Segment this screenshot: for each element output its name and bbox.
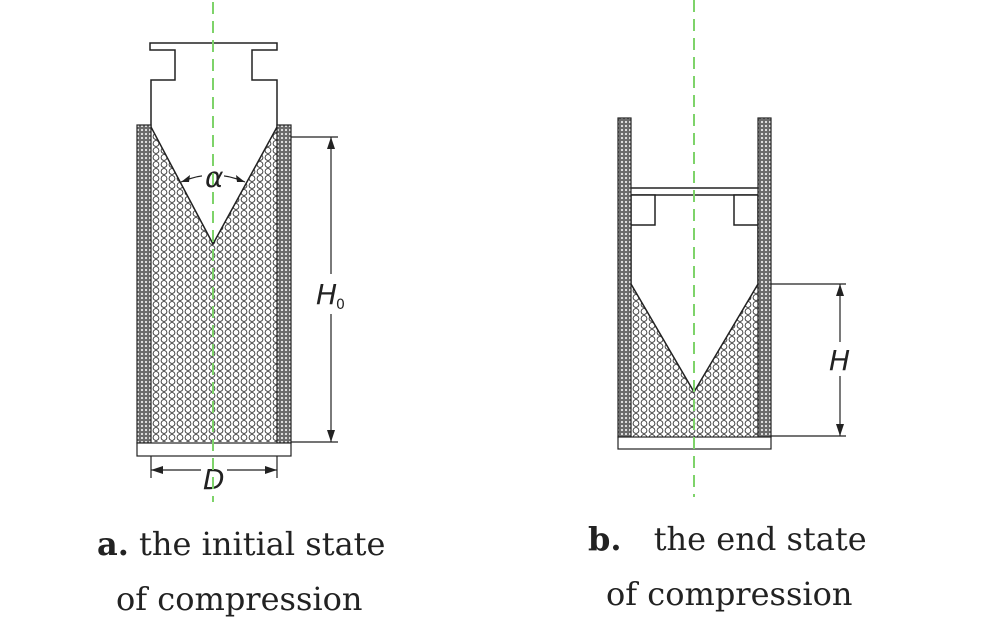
caption-b-line2: of compression [606, 575, 853, 613]
caption-a-line1: a. the initial state [97, 516, 385, 572]
diameter-arrow-right-a [265, 466, 277, 474]
caption-a-text: the initial state [139, 525, 386, 563]
angle-label-a: α [205, 161, 224, 194]
punch-notch-left-b [630, 194, 656, 226]
height-arrow-bottom-a [327, 430, 335, 442]
punch-notch-right-b [733, 194, 759, 226]
diameter-arrow-left-a [151, 466, 163, 474]
die-wall-left-b [617, 117, 632, 438]
die-wall-right-a [276, 124, 292, 444]
caption-b-line1: b. the end state [588, 511, 867, 567]
granular-material-a [151, 127, 277, 442]
granular-material-b [631, 284, 758, 437]
height-arrow-bottom-b [836, 424, 844, 436]
height-subscript-a: 0 [336, 297, 345, 313]
height-arrow-top-b [836, 284, 844, 296]
height-arrow-top-a [327, 137, 335, 149]
die-wall-left-a [136, 124, 152, 444]
height-label-a: H [316, 278, 337, 311]
height-label-b: H [829, 344, 850, 377]
caption-b-text: the end state [653, 520, 867, 558]
die-wall-right-b [757, 117, 772, 438]
caption-b-letter: b. [588, 520, 622, 558]
angle-arrow-left-a [181, 175, 190, 182]
height-label-bg-b [827, 342, 855, 376]
caption-a-letter: a. [97, 525, 129, 563]
caption-a-line2: of compression [116, 580, 363, 618]
figure-b: H [617, 0, 855, 497]
angle-arrow-right-a [236, 175, 245, 182]
figure-a: α H 0 D [136, 2, 354, 502]
height-label-bg-a [314, 274, 354, 314]
